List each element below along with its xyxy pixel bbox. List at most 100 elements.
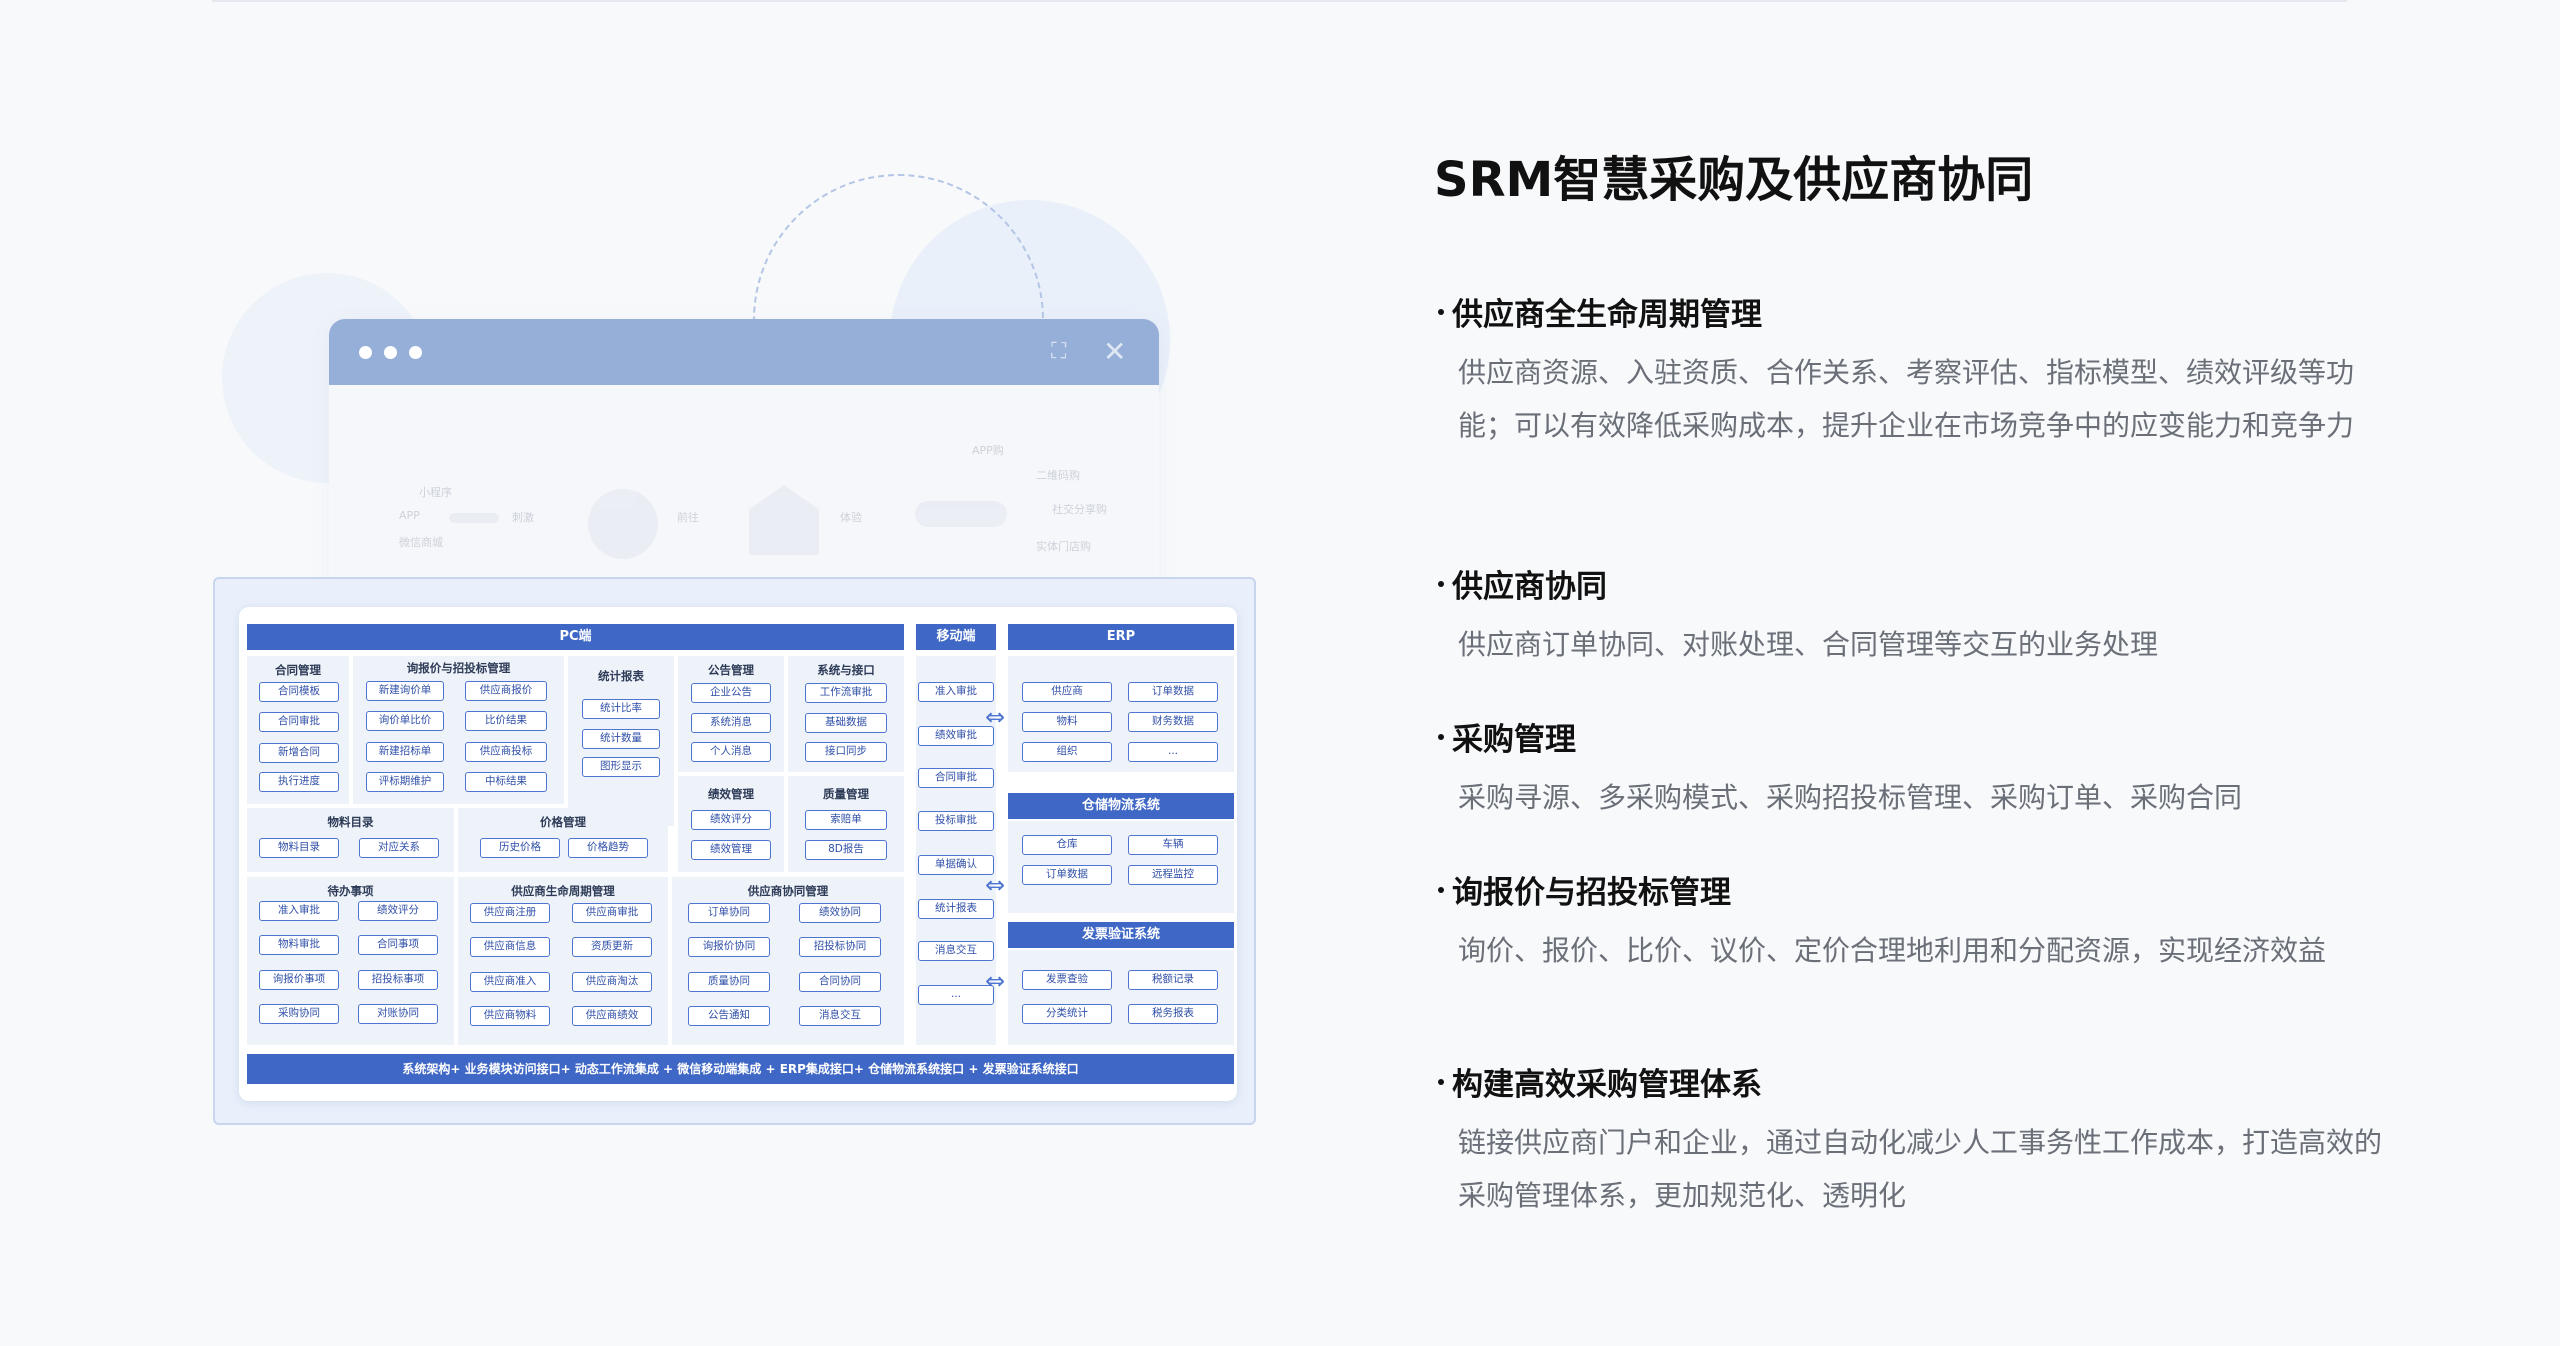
architecture-diagram: PC端 移动端 ERP 合同管理 合同模板 合同审批 新增合同 执行进度 询报价… [239, 607, 1237, 1101]
faded-label: 小程序 [419, 486, 452, 499]
module-box: 分类统计 [1022, 1004, 1112, 1024]
module-box: 比价结果 [465, 711, 547, 731]
module-box: 供应商信息 [470, 937, 550, 957]
section-mobile: 准入审批 绩效审批 合同审批 投标审批 单据确认 统计报表 消息交互 ... [916, 656, 996, 1045]
feature-item: 供应商全生命周期管理 供应商资源、入驻资质、合作关系、考察评估、指标模型、绩效评… [1434, 289, 2398, 452]
module-box: 评标期维护 [366, 772, 444, 792]
sync-arrow-icon: ⇔ [985, 967, 1006, 995]
module-box: 索赔单 [805, 810, 887, 830]
expand-icon[interactable]: ⛶ [1051, 339, 1067, 364]
module-box: 绩效评分 [358, 901, 438, 921]
module-box: 系统消息 [691, 713, 771, 733]
module-box: 新建招标单 [366, 742, 444, 762]
section-inquiry: 询报价与招投标管理 新建询价单 供应商报价 询价单比价 比价结果 新建招标单 供… [353, 656, 564, 804]
feature-description: 供应商资源、入驻资质、合作关系、考察评估、指标模型、绩效评级等功能；可以有效降低… [1458, 356, 2355, 442]
module-box: 合同模板 [259, 682, 339, 702]
module-box: 物料目录 [259, 838, 339, 858]
module-box: 中标结果 [465, 772, 547, 792]
section-todo: 待办事项 准入审批 绩效评分 物料审批 合同事项 询报价事项 招投标事项 采购协… [247, 877, 454, 1045]
module-box: 准入审批 [918, 682, 994, 702]
section-erp: 供应商 订单数据 物料 财务数据 组织 ... [1008, 656, 1234, 772]
module-box: 新建询价单 [366, 681, 444, 701]
erp-header-bar: ERP [1008, 624, 1234, 650]
module-box: 执行进度 [259, 772, 339, 792]
feature-description: 询价、报价、比价、议价、定价合理地利用和分配资源，实现经济效益 [1458, 934, 2327, 967]
module-box: 统计数量 [582, 729, 660, 749]
faded-label: 微信商城 [399, 536, 443, 549]
bullet-icon [1438, 886, 1444, 893]
page-title: SRM智慧采购及供应商协同 [1434, 152, 2034, 208]
mobile-header-bar: 移动端 [916, 624, 996, 650]
module-box: 物料审批 [259, 935, 339, 955]
module-box: 财务数据 [1128, 712, 1218, 732]
module-box: 8D报告 [805, 840, 887, 860]
module-box: 询价单比价 [366, 711, 444, 731]
close-icon[interactable]: ✕ [1103, 335, 1127, 368]
section-performance: 绩效管理 绩效评分 绩效管理 [678, 776, 784, 872]
section-title: 系统与接口 [817, 663, 875, 677]
module-box: 供应商物料 [470, 1006, 550, 1026]
module-box: 公告通知 [688, 1006, 770, 1026]
section-title: 质量管理 [823, 787, 869, 801]
section-title: 绩效管理 [708, 787, 754, 801]
bullet-icon [1438, 308, 1444, 315]
section-system: 系统与接口 工作流审批 基础数据 接口同步 [788, 656, 904, 772]
sync-arrow-icon: ⇔ [985, 871, 1006, 899]
module-box: 接口同步 [805, 742, 887, 762]
module-box: 对账协同 [358, 1004, 438, 1024]
module-box: ... [1128, 742, 1218, 762]
module-box: 绩效评分 [691, 810, 771, 830]
browser-window: ⛶ ✕ 小程序 APP 微信商城 刺激 前往 体验 APP购 二维码购 社交分享… [329, 319, 1159, 599]
module-box: 绩效协同 [799, 903, 881, 923]
section-title: 物料目录 [327, 815, 374, 829]
faded-label: APP [399, 509, 420, 522]
module-box: 个人消息 [691, 742, 771, 762]
section-title: 合同管理 [275, 663, 321, 677]
faded-label: APP购 [972, 444, 1004, 457]
section-quality: 质量管理 索赔单 8D报告 [788, 776, 904, 872]
feature-description: 采购寻源、多采购模式、采购招投标管理、采购订单、采购合同 [1458, 781, 2243, 814]
module-box: 图形显示 [582, 757, 660, 777]
section-title: 待办事项 [327, 884, 374, 898]
section-wms: 仓库 车辆 订单数据 远程监控 [1008, 821, 1234, 913]
module-box: 供应商注册 [470, 903, 550, 923]
module-box: 投标审批 [918, 811, 994, 831]
module-box: 税额记录 [1128, 970, 1218, 990]
module-box: 统计比率 [582, 699, 660, 719]
feature-heading: 构建高效采购管理体系 [1452, 1067, 1762, 1103]
module-box: 订单数据 [1022, 865, 1112, 885]
module-box: 准入审批 [259, 901, 339, 921]
module-box: 消息交互 [918, 941, 994, 961]
module-box: 税务报表 [1128, 1004, 1218, 1024]
wms-header-bar: 仓储物流系统 [1008, 793, 1234, 819]
module-box: 合同审批 [918, 768, 994, 788]
faded-background-diagram: 小程序 APP 微信商城 刺激 前往 体验 APP购 二维码购 社交分享购 实体… [329, 385, 1159, 599]
faded-label: 实体门店购 [1036, 540, 1091, 553]
feature-heading: 采购管理 [1452, 722, 1576, 758]
bullet-icon [1438, 580, 1444, 587]
module-box: 采购协同 [259, 1004, 339, 1024]
feature-description: 供应商订单协同、对账处理、合同管理等交互的业务处理 [1458, 628, 2159, 661]
module-box: 合同审批 [259, 712, 339, 732]
module-box: 远程监控 [1128, 865, 1218, 885]
module-box: 合同事项 [358, 935, 438, 955]
faded-label: 体验 [840, 511, 862, 524]
feature-description: 链接供应商门户和企业，通过自动化减少人工事务性工作成本，打造高效的采购管理体系，… [1458, 1126, 2383, 1212]
module-box: 供应商审批 [572, 903, 652, 923]
section-notice: 公告管理 企业公告 系统消息 个人消息 [678, 656, 784, 772]
module-box: 历史价格 [480, 838, 560, 858]
window-dot-icon [384, 346, 397, 359]
module-box: 询报价协同 [688, 937, 770, 957]
feature-item: 构建高效采购管理体系 链接供应商门户和企业，通过自动化减少人工事务性工作成本，打… [1434, 1059, 2398, 1222]
module-box: 招投标事项 [358, 970, 438, 990]
pc-header-bar: PC端 [247, 624, 904, 650]
feature-heading: 供应商全生命周期管理 [1452, 297, 1762, 333]
module-box: 供应商投标 [465, 742, 547, 762]
feature-item: 采购管理 采购寻源、多采购模式、采购招投标管理、采购订单、采购合同 [1434, 714, 2398, 824]
module-box: 供应商绩效 [572, 1006, 652, 1026]
section-report: 统计报表 统计比率 统计数量 图形显示 [568, 656, 674, 826]
section-lifecycle: 供应商生命周期管理 供应商注册 供应商审批 供应商信息 资质更新 供应商准入 供… [458, 877, 668, 1045]
section-invoice: 发票查验 税额记录 分类统计 税务报表 [1008, 950, 1234, 1045]
section-collab: 供应商协同管理 订单协同 绩效协同 询报价协同 招投标协同 质量协同 合同协同 … [672, 877, 904, 1045]
module-box: 绩效管理 [691, 840, 771, 860]
